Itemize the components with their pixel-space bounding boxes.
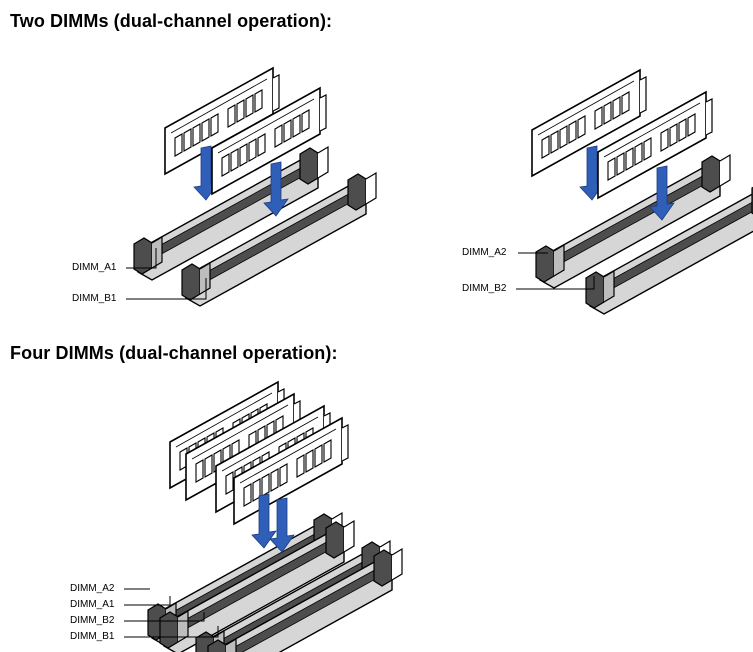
leader-line-four-b2 xyxy=(124,612,205,622)
label-dimm-b1: DIMM_B1 xyxy=(72,293,117,304)
label-dimm-a2: DIMM_A2 xyxy=(70,583,115,594)
figure-four-dimms xyxy=(124,381,403,652)
figure-two-dimms-a2-b2 xyxy=(516,69,753,315)
label-dimm-b1: DIMM_B1 xyxy=(70,631,115,642)
label-dimm-a1: DIMM_A1 xyxy=(72,262,117,273)
label-dimm-a2: DIMM_A2 xyxy=(462,247,507,258)
leader-line-a1 xyxy=(126,248,157,269)
leader-line-four-b1 xyxy=(124,626,219,638)
leader-line-b1 xyxy=(126,278,207,300)
leader-line-b2 xyxy=(516,276,595,290)
label-dimm-a1: DIMM_A1 xyxy=(70,599,115,610)
section-four-dimms-title: Four DIMMs (dual-channel operation): xyxy=(10,343,338,363)
section-two-dimms-title: Two DIMMs (dual-channel operation): xyxy=(10,11,333,31)
leader-line-four-a1 xyxy=(124,596,171,606)
label-dimm-b2: DIMM_B2 xyxy=(462,283,507,294)
figure-two-dimms-a1-b1 xyxy=(126,67,377,307)
label-dimm-b2: DIMM_B2 xyxy=(70,615,115,626)
